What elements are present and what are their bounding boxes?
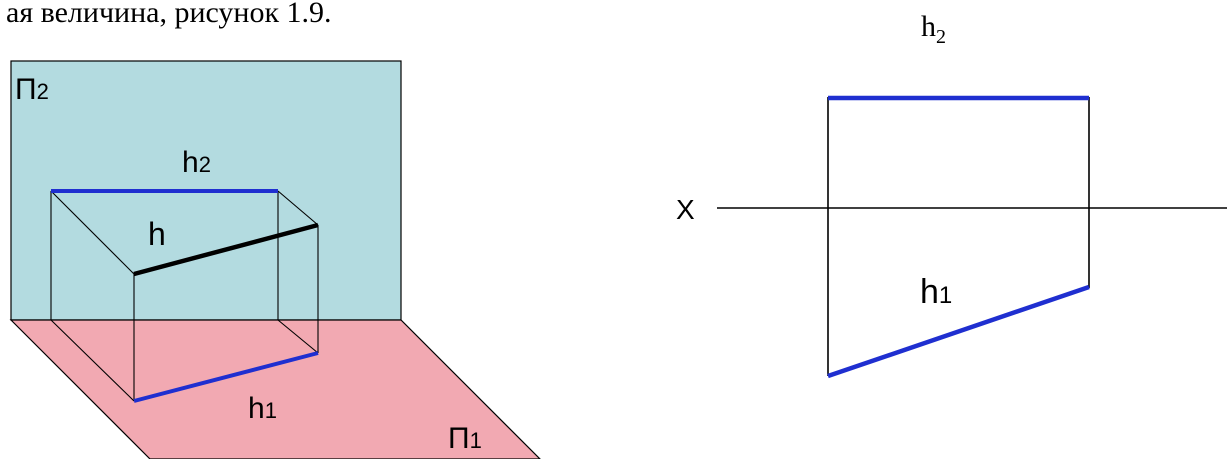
spatial-line-h <box>133 222 319 277</box>
horizontal-plane-label: П1 <box>448 422 482 455</box>
horizontal-projection-label: h1 <box>248 392 277 425</box>
spatial-line-label: h <box>148 216 166 252</box>
caption-fragment: ая величина, рисунок 1.9. <box>6 0 332 29</box>
x-axis-label: X <box>676 194 695 225</box>
epure-h1-label: h1 <box>920 273 952 311</box>
horizontal-plane <box>9 319 541 459</box>
frontal-plane-label: П2 <box>15 73 49 106</box>
frontal-projection-label: h2 <box>182 146 211 179</box>
epure-horizontal-projection <box>827 284 1090 379</box>
horizontal-projection-line <box>133 351 319 403</box>
spatial-view: П2 h2 h h1 П1 <box>9 60 541 459</box>
top-h2-label: h2 <box>921 10 946 48</box>
construction-lines <box>50 190 319 402</box>
orthographic-view: h2 X h1 <box>676 10 1227 379</box>
